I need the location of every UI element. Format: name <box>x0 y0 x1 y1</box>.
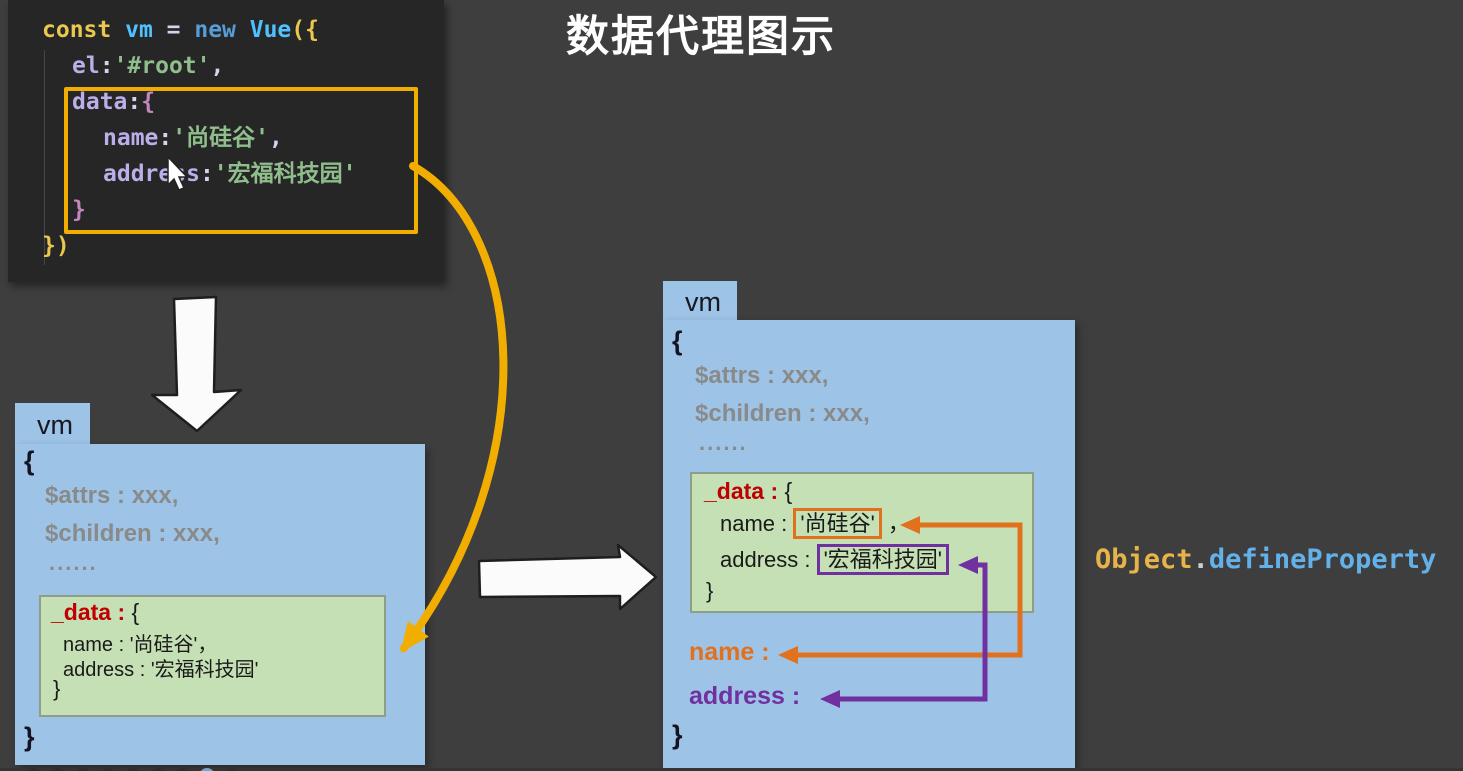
data-highlight-rect <box>64 87 418 234</box>
children-line: $children : xxx, <box>695 400 870 427</box>
proxy-name-label: name : <box>689 638 770 666</box>
proxy-address-label: address : <box>689 682 801 710</box>
code-line: el:'#root', <box>72 53 225 79</box>
name-line: name : '尚硅谷'， <box>63 634 218 656</box>
data-box-left: _data : { name : '尚硅谷'， address : '宏福科技园… <box>39 595 386 717</box>
data-key-line: _data : { <box>51 599 140 625</box>
name-line: name : '尚硅谷' ， <box>720 506 910 540</box>
code-line: name:'尚硅谷', <box>103 125 283 151</box>
code-block: const vm = new Vue({ el:'#root', data:{ … <box>8 12 357 264</box>
name-value: '尚硅谷' <box>129 634 198 656</box>
data-close-brace: } <box>53 676 61 701</box>
vm-right-tab: vm <box>663 281 737 321</box>
vm-object-left: { $attrs : xxx, $children : xxx, ...... … <box>15 444 425 765</box>
vm-object-right: { $attrs : xxx, $children : xxx, ...... … <box>663 320 1075 768</box>
flow-arrow-down <box>150 295 243 433</box>
vm-open-brace: { <box>672 326 683 356</box>
address-line: address : '宏福科技园' <box>63 659 259 681</box>
flow-arrow-right <box>477 543 658 611</box>
code-line: }) <box>42 233 70 259</box>
page-title: 数据代理图示 <box>566 13 836 61</box>
data-close-brace: } <box>706 578 714 603</box>
ellipsis-line: ...... <box>49 550 98 575</box>
children-line: $children : xxx, <box>45 520 220 547</box>
address-line: address : '宏福科技园' <box>720 544 950 576</box>
code-line: data:{ <box>72 89 156 115</box>
code-line: } <box>72 197 86 223</box>
define-property-label: Object.defineProperty <box>1095 544 1437 575</box>
ellipsis-line: ...... <box>699 430 748 455</box>
vm-left-tab: vm <box>15 403 90 445</box>
name-value-boxed: '尚硅谷' <box>793 508 882 540</box>
vm-open-brace: { <box>24 446 35 476</box>
address-value: '宏福科技园' <box>150 659 259 681</box>
code-editor-panel: const vm = new Vue({ el:'#root', data:{ … <box>8 0 444 282</box>
attrs-line: $attrs : xxx, <box>45 482 179 509</box>
indent-guide-line <box>44 50 45 265</box>
vm-close-brace: } <box>672 720 683 750</box>
vm-close-brace: } <box>24 722 35 752</box>
code-line: const vm = new Vue({ <box>42 17 319 43</box>
data-box-right: _data : { name : '尚硅谷' ， address : '宏福科技… <box>690 472 1034 613</box>
data-key-line: _data : { <box>704 478 793 504</box>
address-value-boxed: '宏福科技园' <box>816 544 950 576</box>
attrs-line: $attrs : xxx, <box>695 362 829 389</box>
